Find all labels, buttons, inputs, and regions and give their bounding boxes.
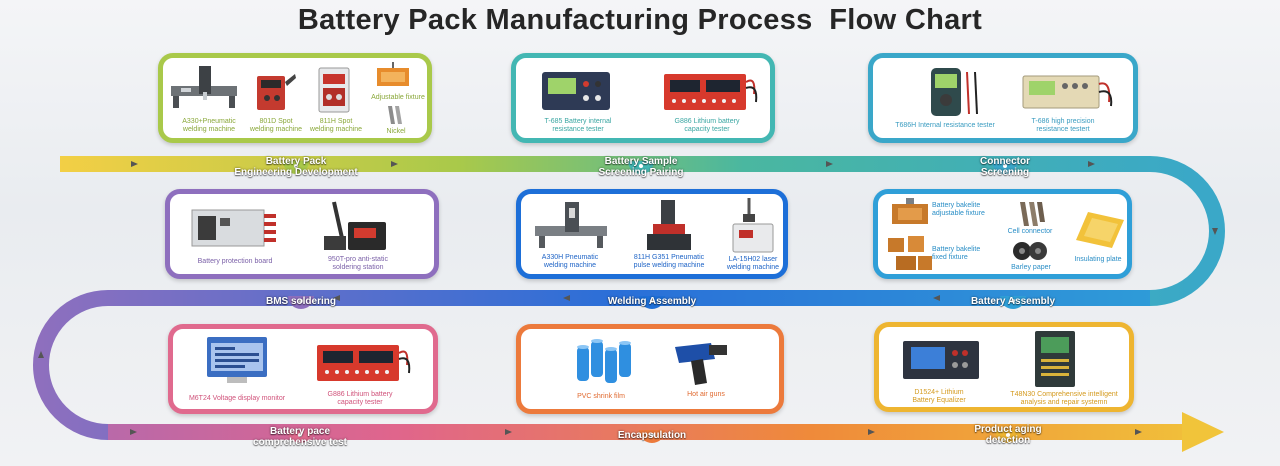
page-title: Battery Pack Manufacturing Process Flow … xyxy=(297,4,983,36)
stage-card-comprehensive-test: M6T24 Voltage display monitor G886 Lithi… xyxy=(168,324,438,414)
flow-direction-ticks xyxy=(38,161,1218,435)
flow-band-top xyxy=(60,156,1225,306)
device-caption: M6T24 Voltage display monitor xyxy=(188,395,286,402)
device-caption: Battery bakelite adjustable fixture xyxy=(932,202,985,217)
device-caption: A330H Pneumatic welding machine xyxy=(541,254,599,269)
stage-card-engineering-development: A330+Pneumatic welding machine 801D Spot… xyxy=(158,53,432,143)
device-caption: G886 Lithium battery capacity tester xyxy=(674,118,740,133)
device-caption: Battery protection board xyxy=(197,258,273,265)
adjustable-fixture-icon xyxy=(377,62,409,86)
spot-welder-red-icon xyxy=(257,74,296,110)
shrink-film-icon xyxy=(577,339,631,383)
device-caption: T686H Internal resistance tester xyxy=(895,122,995,129)
soldering-station-icon xyxy=(324,201,386,250)
handheld-tester-icon xyxy=(931,68,978,116)
barley-paper-icon xyxy=(1013,242,1047,260)
stage-label-comprehensive-test: Battery pace comprehensive test xyxy=(253,426,347,448)
voltage-monitor-icon xyxy=(207,337,267,383)
stage-connector-dots xyxy=(283,161,1026,443)
cell-connector-icon xyxy=(1020,202,1045,226)
insulating-plate-icon xyxy=(1076,212,1124,248)
stage-card-bms-soldering: Battery protection board 950T-pro anti-s… xyxy=(165,189,439,279)
device-caption: A330+Pneumatic welding machine xyxy=(182,118,236,133)
pneumatic-welding-machine-icon xyxy=(171,66,237,108)
device-caption: Hot air guns xyxy=(687,391,725,398)
device-caption: Insulating plate xyxy=(1074,256,1122,263)
pulse-welder-icon xyxy=(647,200,691,250)
device-caption: D1524+ Lithium Battery Equalizer xyxy=(912,389,966,404)
protection-board-icon xyxy=(191,209,276,247)
device-caption: 801D Spot welding machine xyxy=(249,118,303,133)
stage-card-welding-assembly: A330H Pneumatic welding machine 811H G35… xyxy=(516,189,788,279)
precision-tester-icon xyxy=(1022,75,1113,109)
stage-label-battery-assembly: Battery Assembly xyxy=(970,296,1056,307)
device-caption: 811H G351 Pneumatic pulse welding machin… xyxy=(633,254,705,269)
battery-equalizer-icon xyxy=(903,341,979,379)
bakelite-fixed-fixture-icon xyxy=(888,236,932,270)
stage-card-sample-screening: T-685 Battery internal resistance tester… xyxy=(511,53,775,143)
capacity-tester-icon xyxy=(664,74,758,110)
device-caption: T-686 high precision resistance testert xyxy=(1031,118,1095,133)
device-caption: G886 Lithium battery capacity tester xyxy=(327,391,393,406)
resistance-tester-icon xyxy=(542,72,610,110)
stage-label-engineering-development: Battery Pack Engineering Development xyxy=(234,156,358,178)
stage-label-encapsulation: Encapsulation xyxy=(617,430,687,441)
device-caption: Barley paper xyxy=(1011,264,1051,271)
device-caption: PVC shrink film xyxy=(577,393,625,400)
device-caption: Nickel xyxy=(386,128,406,135)
nickel-strip-icon xyxy=(388,106,402,124)
device-caption: T48N30 Comprehensive intelligent analysi… xyxy=(1010,391,1118,406)
stage-label-welding-assembly: Welding Assembly xyxy=(607,296,697,307)
device-caption: Cell connector xyxy=(1007,228,1053,235)
stage-label-bms-soldering: BMS soldering xyxy=(265,296,336,307)
stage-label-sample-screening: Battery Sample Screening Pairing xyxy=(598,156,684,178)
device-caption: 811H Spot welding machine xyxy=(309,118,363,133)
laser-welder-icon xyxy=(732,198,774,253)
pneumatic-welder-icon xyxy=(535,202,607,248)
device-caption: Battery bakelite fixed fixture xyxy=(932,246,981,261)
capacity-tester-icon xyxy=(317,345,411,381)
device-caption: 950T-pro anti-static soldering station xyxy=(328,256,388,271)
stage-card-battery-assembly: Battery bakelite adjustable fixture Batt… xyxy=(873,189,1132,279)
device-caption: T-685 Battery internal resistance tester xyxy=(544,118,612,133)
flow-arrow-head xyxy=(1182,412,1224,452)
stage-card-connector-screening: T686H Internal resistance tester T-686 h… xyxy=(868,53,1138,143)
stage-label-connector-screening: Connector Screening xyxy=(980,156,1030,178)
hot-air-gun-icon xyxy=(675,343,727,385)
spot-welder-tall-icon xyxy=(318,67,350,113)
flow-band-middle xyxy=(33,290,1150,440)
device-caption: Adjustable fixture xyxy=(371,94,425,101)
stage-card-encapsulation: PVC shrink film Hot air guns xyxy=(516,324,784,414)
bakelite-adjustable-fixture-icon xyxy=(892,198,928,224)
device-caption: LA-15H02 laser welding machine xyxy=(726,256,780,271)
repair-system-icon xyxy=(1035,331,1075,387)
stage-label-aging-detection: Product aging detection xyxy=(974,424,1042,446)
stage-card-aging-detection: D1524+ Lithium Battery Equalizer T48N30 … xyxy=(874,322,1134,412)
